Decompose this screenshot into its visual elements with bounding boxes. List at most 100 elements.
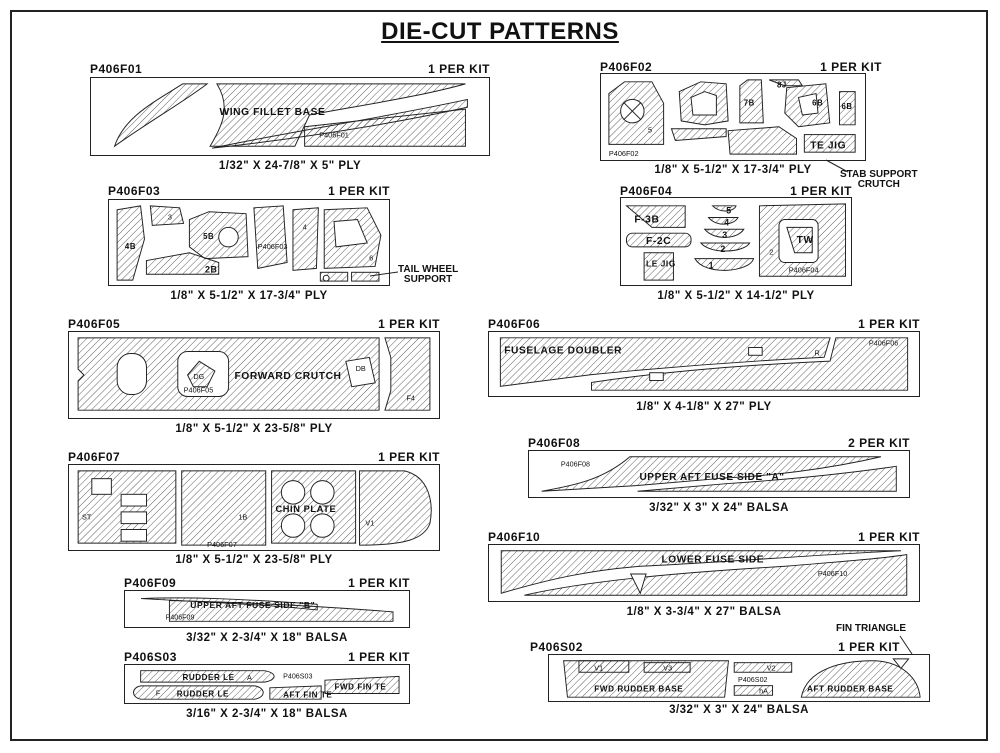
- pattern-f03: P406F03 1 PER KIT 2B 4B 5B 3 4 6 P406F03…: [108, 184, 390, 304]
- part-label: FUSELAGE DOUBLER: [504, 345, 622, 356]
- pattern-id: P406F06: [488, 317, 541, 331]
- pattern-s03: P406S03 1 PER KIT RUDDER LE RUDDER LE AF…: [124, 650, 410, 722]
- pattern-art: UPPER AFT FUSE SIDE "B" P406F09: [140, 597, 394, 622]
- pattern-dims: 1/8" X 4-1/8" X 27" PLY: [636, 401, 772, 413]
- part-number: P406F05: [184, 386, 214, 395]
- part-tag: 4B: [125, 242, 136, 251]
- part-label: 2: [769, 248, 773, 257]
- part-label: F-3B: [634, 214, 659, 225]
- part-label: TE JIG: [810, 140, 846, 151]
- part-label: CHIN PLATE: [275, 504, 336, 514]
- pattern-id: P406S03: [124, 650, 177, 664]
- pattern-art: RUDDER LE RUDDER LE AFT FIN TE FWD FIN T…: [133, 670, 400, 700]
- pattern-qty: 1 PER KIT: [378, 450, 440, 464]
- pattern-art: LOWER FUSE SIDE P406F10: [500, 550, 908, 596]
- part-tag: 7B: [744, 98, 755, 107]
- pattern-dims: 1/8" X 3-3/4" X 27" BALSA: [626, 606, 782, 618]
- pattern-art: UPPER AFT FUSE SIDE "A" P406F08: [541, 456, 897, 492]
- part-number: P406F09: [166, 613, 195, 621]
- pattern-sheet: WING FILLET BASE P406F01: [90, 77, 490, 156]
- part-tag: 5B: [203, 232, 214, 241]
- part-label: F-2C: [646, 236, 671, 247]
- part-tag: 6B: [841, 102, 852, 111]
- pattern-id: P406F05: [68, 317, 121, 331]
- pattern-id: P406F03: [108, 184, 161, 198]
- part-label: V1: [594, 664, 603, 672]
- pattern-sheet: UPPER AFT FUSE SIDE "A" P406F08: [528, 450, 910, 498]
- pattern-dims: 1/32" X 24-7/8" X 5" PLY: [218, 160, 362, 172]
- part-label: UPPER AFT FUSE SIDE "B": [190, 600, 315, 610]
- part-label: A: [247, 674, 252, 682]
- pattern-f06: P406F06 1 PER KIT FUSELAGE DOUBLER R P40…: [488, 317, 920, 417]
- pattern-dims: 3/32" X 3" X 24" BALSA: [649, 502, 789, 514]
- pattern-qty: 1 PER KIT: [378, 317, 440, 331]
- part-tag: 6: [369, 254, 373, 263]
- pattern-sheet: LOWER FUSE SIDE P406F10: [488, 544, 920, 602]
- part-tag: R: [815, 348, 820, 357]
- part-number: P406F06: [869, 339, 899, 348]
- pattern-f09: P406F09 1 PER KIT UPPER AFT FUSE SIDE "B…: [124, 576, 410, 646]
- pattern-sheet: TE JIG 8J 7B 6B 6B 5 P406F02: [600, 73, 866, 161]
- pattern-sheet: FORWARD CRUTCH DG DB F4 P406F05: [68, 331, 440, 419]
- pattern-f10: P406F10 1 PER KIT LOWER FUSE SIDE P406F1…: [488, 530, 920, 618]
- part-label: 2: [720, 244, 725, 254]
- pattern-dims: 1/8" X 5-1/2" X 17-3/4" PLY: [170, 290, 328, 302]
- part-label: V2: [767, 664, 776, 672]
- part-label: 5: [726, 206, 731, 216]
- part-tag: 6B: [812, 98, 823, 107]
- pattern-f04: P406F04 1 PER KIT F-3B F-2C LE JIG 5 4 3…: [620, 184, 852, 304]
- callout-fin-triangle: FIN TRIANGLE: [836, 623, 906, 634]
- part-number: P406F01: [319, 130, 349, 139]
- pattern-dims: 1/8" X 5-1/2" X 23-5/8" PLY: [175, 554, 333, 566]
- part-number: P406F02: [609, 149, 639, 158]
- pattern-id: P406F08: [528, 436, 581, 450]
- part-tag: DG: [193, 372, 204, 381]
- page-title: DIE-CUT PATTERNS: [381, 18, 619, 45]
- part-label: AFT FIN TE: [283, 690, 332, 699]
- pattern-s02: P406S02 1 PER KIT FWD RUDDER BASE AFT RU…: [530, 640, 930, 720]
- part-label: 4: [724, 217, 729, 227]
- pattern-qty: 1 PER KIT: [820, 60, 882, 74]
- part-label: UPPER AFT FUSE SIDE "A": [639, 472, 784, 483]
- pattern-sheet: CHIN PLATE ST 1B V1 P406F07: [68, 464, 440, 551]
- pattern-qty: 1 PER KIT: [858, 530, 920, 544]
- part-label: WING FILLET BASE: [220, 107, 326, 118]
- pattern-sheet: UPPER AFT FUSE SIDE "B" P406F09: [124, 590, 410, 628]
- pattern-art: F-3B F-2C LE JIG 5 4 3 2 1 TW 2 P406F04: [625, 203, 846, 281]
- part-label: FWD FIN TE: [334, 683, 386, 692]
- part-tag: F4: [406, 393, 415, 402]
- pattern-qty: 2 PER KIT: [848, 436, 910, 450]
- part-number: P406F10: [818, 569, 847, 578]
- part-label: RUDDER LE: [177, 689, 229, 698]
- pattern-f07: P406F07 1 PER KIT CHIN PLATE ST 1B V1 P4…: [68, 450, 440, 570]
- pattern-art: CHIN PLATE ST 1B V1 P406F07: [77, 470, 432, 549]
- callout-tail-wheel: TAIL WHEEL SUPPORT: [398, 264, 459, 285]
- pattern-art: FUSELAGE DOUBLER R P406F06: [499, 337, 909, 391]
- part-label: F: [156, 689, 161, 697]
- pattern-qty: 1 PER KIT: [348, 650, 410, 664]
- pattern-sheet: F-3B F-2C LE JIG 5 4 3 2 1 TW 2 P406F04: [620, 197, 852, 286]
- pattern-qty: 1 PER KIT: [428, 62, 490, 76]
- pattern-art: FORWARD CRUTCH DG DB F4 P406F05: [77, 337, 431, 411]
- part-label: FWD RUDDER BASE: [594, 684, 683, 693]
- pattern-f01: P406F01 1 PER KIT WING FILLET BASE P406F…: [90, 62, 490, 174]
- pattern-qty: 1 PER KIT: [838, 640, 900, 654]
- pattern-sheet: RUDDER LE RUDDER LE AFT FIN TE FWD FIN T…: [124, 664, 410, 704]
- part-number: P406S03: [283, 672, 312, 680]
- pattern-id: P406F02: [600, 60, 653, 74]
- part-tag: 8J: [777, 81, 787, 90]
- pattern-dims: 1/8" X 5-1/2" X 14-1/2" PLY: [657, 290, 815, 302]
- part-label: RUDDER LE: [182, 673, 234, 682]
- part-number: P406F07: [207, 540, 237, 549]
- part-tag: ST: [82, 513, 92, 522]
- part-label: V3: [663, 664, 672, 672]
- pattern-sheet: 2B 4B 5B 3 4 6 P406F03: [108, 199, 390, 286]
- part-label: TW: [797, 235, 814, 246]
- part-number: P406F04: [789, 265, 819, 274]
- pattern-qty: 1 PER KIT: [790, 184, 852, 198]
- pattern-sheet: FUSELAGE DOUBLER R P406F06: [488, 331, 920, 397]
- part-tag: DB: [356, 364, 366, 373]
- pattern-qty: 1 PER KIT: [858, 317, 920, 331]
- pattern-f05: P406F05 1 PER KIT FORWARD CRUTCH DG DB F…: [68, 317, 440, 439]
- part-tag: 4: [303, 222, 307, 231]
